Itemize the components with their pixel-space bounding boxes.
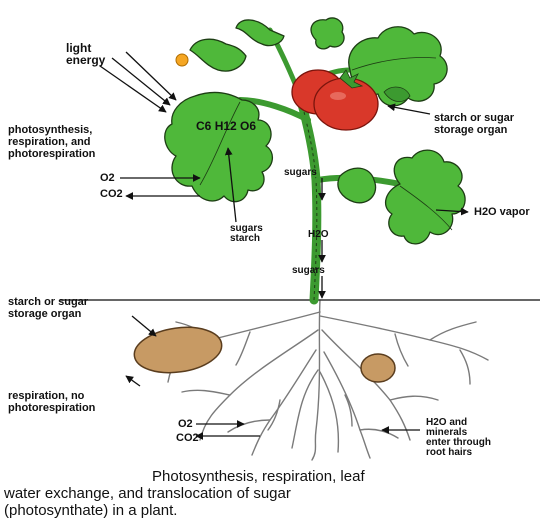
glucose-formula: C6 H12 O6 [196, 120, 256, 132]
sun-icon [176, 54, 188, 66]
top-leaf [236, 20, 284, 46]
small-top-leaf [311, 18, 344, 49]
small-tuber [361, 354, 395, 382]
right-leaf [386, 150, 466, 244]
co2-top-label: CO2 [100, 188, 123, 200]
root-storage-tuber [131, 322, 224, 378]
caption-line-3: (photosynthate) in a plant. [4, 502, 552, 519]
caption-line-2: water exchange, and translocation of sug… [4, 485, 552, 502]
root-storage-label: starch or sugar storage organ [8, 296, 88, 320]
light-energy-label: light energy [66, 42, 105, 66]
h2o-minerals-label: H2O and minerals enter through root hair… [426, 418, 491, 458]
caption-line-1: Photosynthesis, respiration, leaf [4, 468, 552, 485]
co2-bottom-label: CO2 [176, 432, 199, 444]
sugars-starch-label: sugars starch [230, 224, 263, 244]
middle-right-leaf [338, 168, 376, 203]
photosynthesis-label: photosynthesis, respiration, and photore… [8, 124, 95, 160]
o2-top-label: O2 [100, 172, 115, 184]
upper-left-leaf [190, 39, 246, 71]
o2-bottom-label: O2 [178, 418, 193, 430]
h2o-vapor-label: H2O vapor [474, 206, 530, 218]
sugars-stem-label: sugars [284, 168, 317, 178]
figure-caption: Photosynthesis, respiration, leaf water … [4, 468, 552, 519]
respiration-label: respiration, no photorespiration [8, 390, 95, 414]
h2o-stem-label: H2O [308, 230, 329, 240]
fruit-storage-label: starch or sugar storage organ [434, 112, 514, 136]
sugars-lower-label: sugars [292, 266, 325, 276]
